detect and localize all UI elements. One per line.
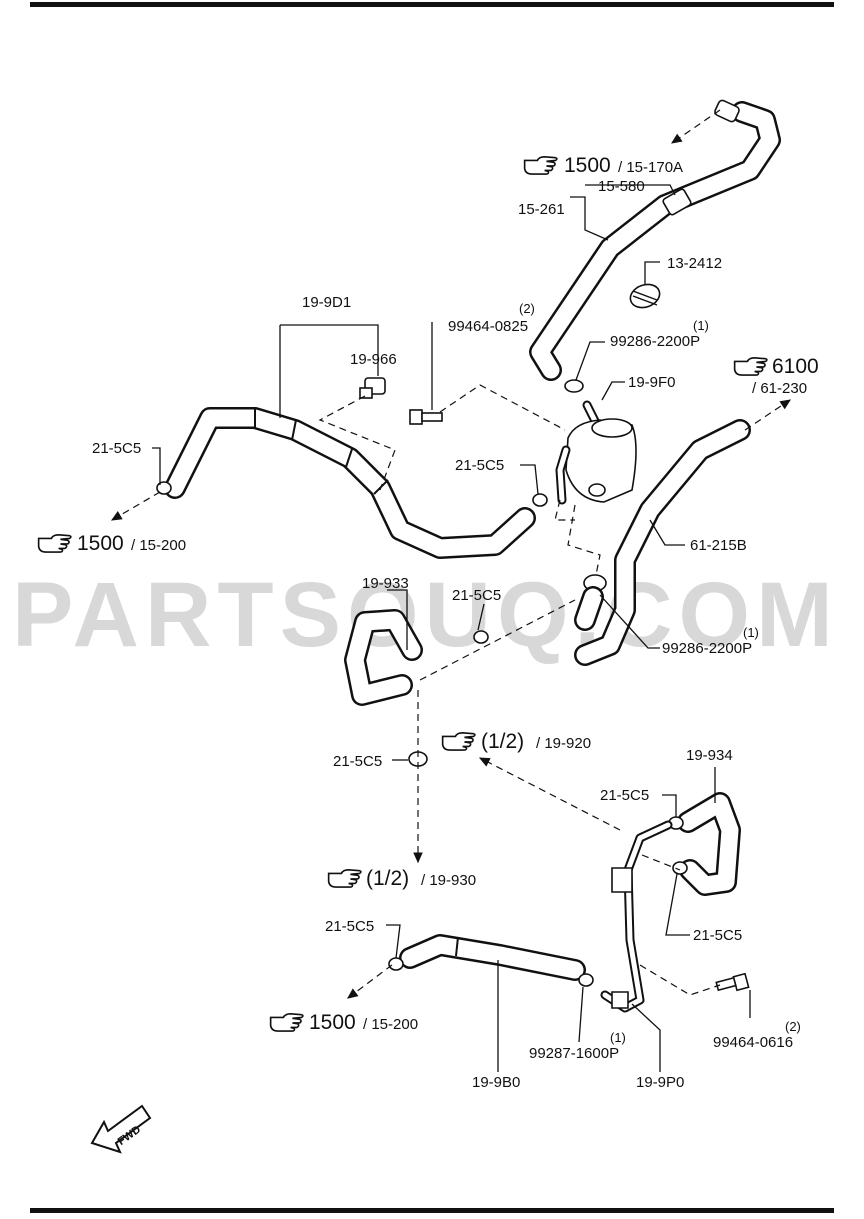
bolt-icon[interactable] xyxy=(715,972,750,992)
reference-lower-page: / 19-930 xyxy=(421,872,476,889)
reference-top-number: 1500 xyxy=(564,154,611,177)
reference-lower-1-2[interactable]: (1/2) / 19-930 xyxy=(327,867,476,890)
hose-clamp-icon[interactable] xyxy=(473,630,489,644)
assembly-guide-lines xyxy=(110,109,791,999)
part-label-15-261: 15-261 xyxy=(518,201,565,218)
pointing-hand-icon xyxy=(733,356,768,376)
part-qty-99464-0825: (2) xyxy=(519,301,535,316)
hose-15-261[interactable] xyxy=(529,101,781,381)
part-label-99286-2200p-top: 99286-2200P xyxy=(610,333,700,350)
part-label-21-5c5-right-bottom: 21-5C5 xyxy=(693,927,742,944)
hose-19-9b0[interactable] xyxy=(399,934,586,981)
reference-bottom-1500[interactable]: 1500 / 15-200 xyxy=(269,1011,418,1034)
leader-lines xyxy=(152,184,751,1072)
part-label-21-5c5-left: 21-5C5 xyxy=(92,440,141,457)
reference-lower-number: (1/2) xyxy=(366,867,409,890)
reference-left-page: / 15-200 xyxy=(131,537,186,554)
part-qty-99286-2200p-top: (1) xyxy=(693,318,709,333)
hose-connector-top xyxy=(714,99,740,123)
part-label-99464-0616: 99464-0616 xyxy=(713,1034,793,1051)
part-label-61-215b: 61-215B xyxy=(690,537,747,554)
pointing-hand-icon xyxy=(37,533,72,553)
reference-mid-page: / 19-920 xyxy=(536,735,591,752)
part-labels: 15-261 15-580 13-2412 99286-2200P (1) 19… xyxy=(92,178,801,1091)
pointing-hand-icon xyxy=(441,731,476,751)
hose-61-215b[interactable] xyxy=(574,419,751,666)
bracket-icon xyxy=(611,867,633,1009)
part-label-19-966: 19-966 xyxy=(350,351,397,368)
part-label-19-933: 19-933 xyxy=(362,575,409,592)
bolt-icon[interactable] xyxy=(409,409,443,425)
top-rule xyxy=(30,2,834,7)
part-label-19-934: 19-934 xyxy=(686,747,733,764)
hose-19-933[interactable] xyxy=(344,609,423,706)
hose-19-934[interactable] xyxy=(677,792,741,896)
reference-mid-number: (1/2) xyxy=(481,730,524,753)
part-label-19-9f0: 19-9F0 xyxy=(628,374,676,391)
hose-stub xyxy=(574,586,604,631)
clamp-15-580[interactable] xyxy=(662,188,692,216)
part-label-21-5c5-right-top: 21-5C5 xyxy=(600,787,649,804)
reference-left-1500[interactable]: 1500 / 15-200 xyxy=(37,532,186,555)
part-label-13-2412: 13-2412 xyxy=(667,255,722,272)
part-qty-99286-2200p-mid: (1) xyxy=(743,625,759,640)
part-qty-99287-1600p: (1) xyxy=(610,1030,626,1045)
part-label-19-9d1: 19-9D1 xyxy=(302,294,351,311)
part-qty-99464-0616: (2) xyxy=(785,1019,801,1034)
hose-19-9d1[interactable] xyxy=(164,407,536,559)
part-label-21-5c5-center: 21-5C5 xyxy=(455,457,504,474)
reference-mid-1-2[interactable]: (1/2) / 19-920 xyxy=(441,730,591,753)
pipe-19-9p0[interactable] xyxy=(600,820,673,1013)
hose-clamp-icon[interactable] xyxy=(672,861,688,875)
reference-right-number: 6100 xyxy=(772,355,819,378)
hose-clamp-icon[interactable] xyxy=(578,973,594,987)
hose-clamp-icon[interactable] xyxy=(564,379,584,393)
bottom-rule xyxy=(30,1208,834,1213)
reference-bottom-number: 1500 xyxy=(309,1011,356,1034)
reference-bottom-page: / 15-200 xyxy=(363,1016,418,1033)
fwd-arrow-icon: FWD xyxy=(90,1104,152,1154)
reference-right-6100[interactable]: 6100 / 61-230 xyxy=(733,355,819,397)
part-label-99286-2200p-mid: 99286-2200P xyxy=(662,640,752,657)
hose-clamp-icon[interactable] xyxy=(359,377,386,399)
part-label-19-9p0: 19-9P0 xyxy=(636,1074,684,1091)
part-label-15-580: 15-580 xyxy=(598,178,645,195)
pointing-hand-icon xyxy=(269,1012,304,1032)
hose-clamp-icon[interactable] xyxy=(627,281,663,312)
part-label-21-5c5-bottom-left: 21-5C5 xyxy=(325,918,374,935)
part-label-21-5c5-mid: 21-5C5 xyxy=(452,587,501,604)
part-label-99464-0825: 99464-0825 xyxy=(448,318,528,335)
pointing-hand-icon xyxy=(327,868,362,888)
reference-left-number: 1500 xyxy=(77,532,124,555)
part-label-19-9b0: 19-9B0 xyxy=(472,1074,520,1091)
hose-clamp-icon[interactable] xyxy=(532,493,548,507)
hose-clamp-icon[interactable] xyxy=(388,957,404,971)
reference-right-page: / 61-230 xyxy=(752,380,807,397)
oil-cooler-19-9f0[interactable] xyxy=(555,400,637,505)
part-label-99287-1600p: 99287-1600P xyxy=(529,1045,619,1062)
pointing-hand-icon xyxy=(523,155,558,175)
reference-top-1500[interactable]: 1500 / 15-170A xyxy=(523,154,683,177)
part-label-21-5c5-lower: 21-5C5 xyxy=(333,753,382,770)
reference-top-page: / 15-170A xyxy=(618,159,683,176)
